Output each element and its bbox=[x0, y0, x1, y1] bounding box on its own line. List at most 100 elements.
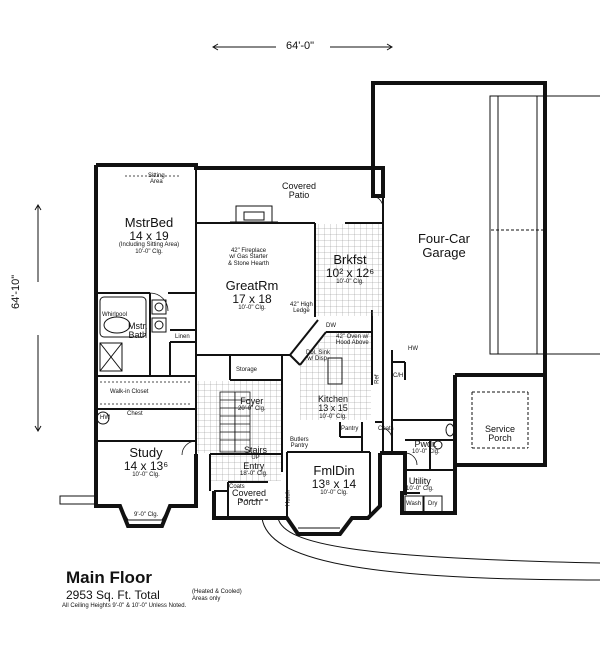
study-name: Study bbox=[129, 445, 163, 460]
stairs bbox=[219, 391, 251, 453]
plan-area-note: (Heated & Cooled) Areas only bbox=[192, 589, 242, 602]
hutch-label: Hutch bbox=[285, 490, 292, 506]
butlers-pantry-label: Butlers Pantry bbox=[290, 437, 309, 450]
oven-line1: 42" Oven w/ bbox=[336, 334, 369, 340]
master-bed-name: MstrBed bbox=[124, 215, 174, 230]
covered-porch-name: Covered bbox=[232, 488, 267, 498]
butlers-pantry-line1: Butlers bbox=[290, 437, 309, 443]
master-bed-note: (Including Sitting Area) bbox=[118, 242, 180, 249]
garage-label: Four-Car Garage bbox=[404, 232, 484, 259]
plan-title: Main Floor bbox=[66, 568, 152, 587]
coats-label: Coats bbox=[378, 426, 394, 432]
master-bed-label: MstrBed 14 x 19 (Including Sitting Area)… bbox=[106, 216, 192, 255]
stairs-name: Stairs bbox=[244, 445, 268, 455]
service-porch-name: Service bbox=[484, 424, 515, 434]
stairs-direction: UP bbox=[251, 455, 260, 462]
study-bay-clg-label: 9'-0" Clg. bbox=[134, 512, 159, 518]
kitchen-tile-floor bbox=[300, 333, 371, 420]
breakfast-dim: 10² x 12⁶ bbox=[325, 265, 375, 280]
formal-dining-dim: 13⁸ x 14 bbox=[311, 476, 357, 491]
powder-label: Pwdr. 10'-0" Clg. bbox=[412, 439, 440, 456]
entry-tile-floor bbox=[211, 455, 281, 481]
patio-name2: Patio bbox=[288, 190, 310, 201]
plan-area-note-line1: (Heated & Cooled) bbox=[192, 589, 242, 595]
double-sink-line1: Dbl. Sink bbox=[306, 350, 331, 356]
ledge-line2: Ledge bbox=[293, 308, 310, 315]
linen-label: Linen bbox=[175, 334, 190, 340]
refrigerator-label: Ref bbox=[374, 374, 381, 384]
sitting-area-label: Sitting Area bbox=[148, 173, 165, 186]
oven-line2: Hood Above bbox=[336, 340, 369, 347]
entry-name: Entry bbox=[243, 461, 265, 471]
kitchen-label: Kitchen 13 x 15 10'-0" Clg. bbox=[318, 394, 348, 420]
master-bed-clg: 10'-0" Clg. bbox=[135, 248, 163, 255]
fireplace-line2: w/ Gas Starter bbox=[229, 254, 268, 261]
foyer-label: Foyer 20'-0" Clg. bbox=[238, 396, 266, 413]
entry-clg: 18'-0" Clg. bbox=[240, 471, 268, 478]
kitchen-dim: 13 x 15 bbox=[318, 403, 348, 414]
plan-total-sqft: 2953 Sq. Ft. Total bbox=[66, 588, 160, 602]
patio-outline bbox=[195, 167, 529, 501]
pantry-label: Pantry bbox=[341, 426, 359, 432]
width-dimension-arrow bbox=[212, 43, 393, 51]
utility-name: Utility bbox=[408, 476, 431, 486]
chest-label: Chest bbox=[127, 411, 143, 417]
patio-name: Covered bbox=[282, 181, 317, 191]
walk-in-closet-label: Walk-in Closet bbox=[110, 389, 149, 395]
breakfast-label: Brkfst 10² x 12⁶ 10'-0" Clg. bbox=[322, 253, 378, 286]
study-clg: 10'-0" Clg. bbox=[132, 472, 160, 479]
plan-ceiling-note: All Ceiling Heights 9'-0" & 10'-0" Unles… bbox=[62, 603, 187, 609]
service-porch-label: Service Porch bbox=[464, 424, 536, 444]
powder-clg: 10'-0" Clg. bbox=[412, 449, 440, 456]
breakfast-clg: 10'-0" Clg. bbox=[336, 279, 364, 286]
closet-rods bbox=[100, 175, 190, 405]
ledge-label: 42" High Ledge bbox=[290, 302, 313, 315]
powder-fixtures bbox=[404, 423, 455, 513]
great-room-label: GreatRm 17 x 18 10'-0" Clg. bbox=[212, 279, 292, 312]
overall-depth-label: 64'-10" bbox=[10, 274, 22, 309]
fireplace bbox=[230, 205, 278, 223]
walkway bbox=[59, 495, 600, 581]
master-bath-name2: Bath bbox=[128, 330, 147, 341]
formal-dining-name: FmlDin bbox=[313, 463, 355, 478]
bath-fixtures bbox=[96, 296, 167, 425]
interior-walls bbox=[96, 168, 455, 518]
fireplace-line1: 42" Fireplace bbox=[230, 248, 267, 254]
storage-label: Storage bbox=[236, 367, 258, 373]
master-bath-label: Mstr. Bath bbox=[128, 321, 148, 341]
coats2-label: Coats bbox=[229, 484, 245, 490]
covered-porch-label: Covered Porch bbox=[232, 488, 267, 508]
master-bed-dim: 14 x 19 bbox=[129, 228, 169, 243]
plan-area-note-line2: Areas only bbox=[192, 595, 221, 602]
whirlpool-label: Whirlpool bbox=[102, 312, 128, 318]
ch-label: C/H bbox=[393, 373, 404, 379]
service-porch-name2: Porch bbox=[488, 433, 512, 444]
breakfast-tile-floor bbox=[316, 224, 382, 316]
study-label: Study 14 x 13⁶ 10'-0" Clg. bbox=[104, 446, 188, 479]
dryer-label: Dry bbox=[428, 501, 438, 507]
oven-label: 42" Oven w/ Hood Above bbox=[336, 334, 369, 347]
foyer-clg: 20'-0" Clg. bbox=[238, 406, 266, 413]
formal-dining-label: FmlDin 13⁸ x 14 10'-0" Clg. bbox=[298, 464, 370, 497]
foyer-tile-floor bbox=[197, 381, 281, 453]
master-bath-name: Mstr. bbox=[128, 321, 148, 331]
hw-label: HW bbox=[408, 346, 418, 352]
bay-windows bbox=[119, 505, 340, 529]
fireplace-label: 42" Fireplace w/ Gas Starter & Stone Hea… bbox=[228, 248, 269, 267]
washer-label: Wash bbox=[406, 501, 422, 507]
patio-label: Covered Patio bbox=[282, 181, 317, 201]
kitchen-island bbox=[327, 357, 343, 385]
powder-name: Pwdr. bbox=[414, 439, 438, 449]
garage-doors bbox=[489, 95, 600, 355]
double-sink-label: Dbl. Sink w/ Disp. bbox=[306, 350, 330, 363]
formal-dining-clg: 10'-0" Clg. bbox=[320, 490, 348, 497]
great-room-clg: 10'-0" Clg. bbox=[238, 305, 266, 312]
hw2-label: HW bbox=[100, 415, 110, 421]
kitchen-clg: 10'-0" Clg. bbox=[319, 413, 347, 420]
depth-dimension-arrow bbox=[34, 204, 42, 432]
fireplace-line3: & Stone Hearth bbox=[228, 260, 270, 267]
utility-clg: 10'-0" Clg. bbox=[406, 486, 434, 493]
door-swings bbox=[149, 195, 418, 466]
covered-porch-name2: Porch bbox=[237, 497, 261, 508]
